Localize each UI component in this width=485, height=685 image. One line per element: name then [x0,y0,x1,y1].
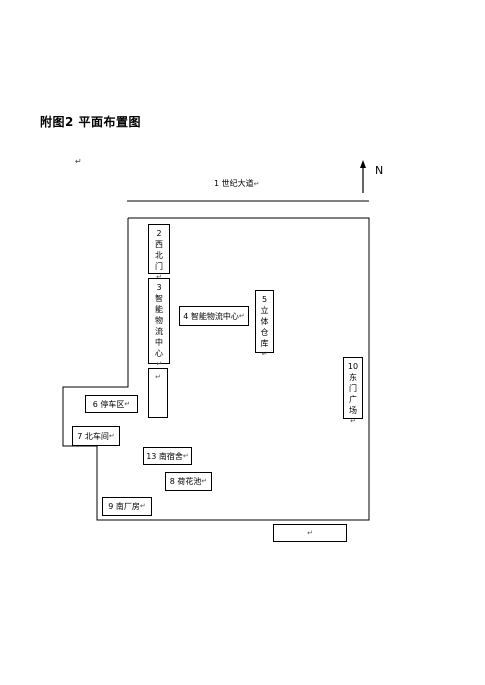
road-label: 1 世纪大道↵ [214,179,260,188]
page-title: 附图2 平面布置图 [40,115,142,129]
place-south-dorm: 13 南宿舍↵ [143,447,192,465]
north-label: N [375,164,384,177]
place-north-dorm: ↵ [148,368,168,418]
place-logistics-left: 3 智 能 物 流 中 心↵ [148,278,170,368]
place-warehouse: 5 立 体 仓 库↵ [255,290,274,358]
site-boundary [62,217,370,521]
place-south-plant: 9 南厂房↵ [102,497,152,516]
place-north-workshop: 7 北车间↵ [72,426,120,446]
place-power-plant: ↵ [273,524,347,542]
place-west-north-gate: 2 西 北 门↵ [148,224,170,281]
place-parking: 6 停车区↵ [85,395,138,413]
north-arrow-icon [360,160,366,193]
place-east-gate-square: 10 东 门 广 场↵ [343,357,363,425]
place-lotus-pond: 8 荷花池↵ [165,472,212,491]
paragraph-mark: ↵ [75,157,82,166]
place-logistics-main: 4 智能物流中心↵ [179,306,249,326]
